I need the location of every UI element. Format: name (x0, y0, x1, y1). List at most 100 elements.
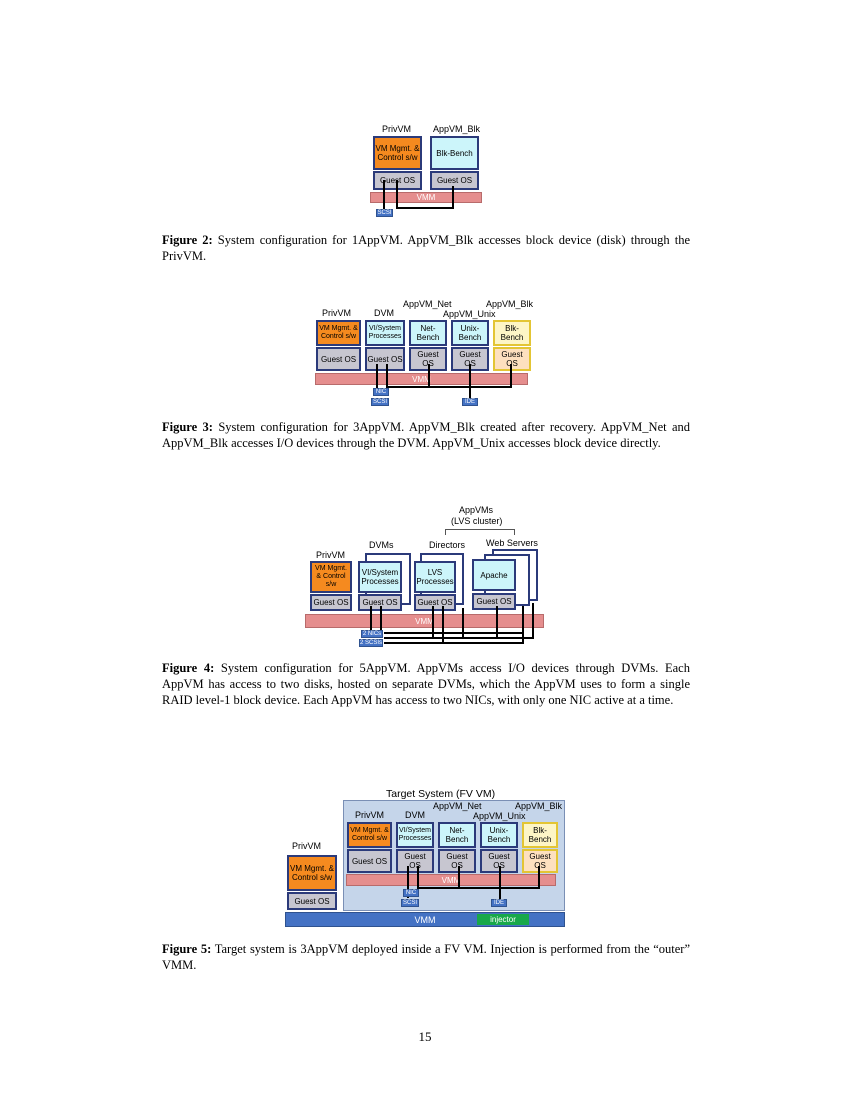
fig5-connector-line (499, 866, 501, 900)
fig5-connector-line (538, 866, 540, 889)
fig4-brace (514, 529, 515, 535)
fig5-nic-tag: NIC (403, 889, 419, 897)
fig4-label-directors: Directors (429, 540, 466, 550)
fig4-vmm-bar: VMM (305, 614, 544, 628)
fig3-nic-tag: NIC (373, 388, 389, 396)
fig4-label-privvm: PrivVM (316, 550, 345, 560)
fig5-outer-mgmt-box: VM Mgmt. & Control s/w (287, 855, 337, 891)
fig3-label-dvm: DVM (374, 308, 394, 318)
fig4-connector-line (384, 632, 524, 634)
fig5-ide-tag: IDE (491, 899, 507, 907)
fig2-caption: Figure 2: System configuration for 1AppV… (162, 232, 690, 264)
fig3-mgmt-box: VM Mgmt. & Control s/w (316, 320, 361, 346)
fig4-brace (445, 529, 446, 535)
fig2-vmm-bar: VMM (370, 192, 482, 203)
fig5-unixbench-box: Unix-Bench (480, 822, 518, 848)
fig3-connector-line (386, 386, 512, 388)
fig4-label-webservers: Web Servers (486, 538, 538, 548)
fig4-connector-line (370, 606, 372, 634)
fig3-unixbench-box: Unix-Bench (451, 320, 489, 346)
fig5-label-appvm-blk: AppVM_Blk (515, 801, 563, 811)
fig4-nic-tag: 2 NICs (361, 630, 383, 638)
fig5-label-privvm-inner: PrivVM (355, 810, 384, 820)
fig4-mgmt-box: VM Mgmt. & Control s/w (310, 561, 352, 593)
fig3-guest-os-dvm: Guest OS (365, 347, 405, 371)
fig2-connector-line (383, 180, 385, 209)
fig4-connector-line (462, 608, 464, 638)
fig4-caption-text: System configuration for 5AppVM. AppVMs … (162, 661, 690, 707)
fig5-outer-guest-os: Guest OS (287, 892, 337, 910)
fig3-label-privvm: PrivVM (322, 308, 351, 318)
fig3-guest-os-blk: Guest OS (493, 347, 531, 371)
fig3-blkbench-box: Blk-Bench (493, 320, 531, 346)
fig3-connector-line (376, 364, 378, 396)
fig2-caption-label: Figure 2: (162, 233, 213, 247)
fig5-injector-box: injector (477, 914, 529, 925)
fig3-vi-box: VI/System Processes (365, 320, 405, 346)
fig4-connector-line (432, 606, 434, 638)
fig4-brace (445, 529, 515, 530)
fig5-guest-os-dvm: Guest OS (396, 849, 434, 873)
fig3-vmm-bar: VMM (315, 373, 528, 385)
fig4-scsi-tag: 2 SCSIs (359, 639, 383, 647)
fig4-connector-line (442, 606, 444, 644)
fig2-label-privvm: PrivVM (382, 124, 411, 134)
fig3-guest-os-privvm: Guest OS (316, 347, 361, 371)
fig4-guest-os-privvm: Guest OS (310, 594, 352, 611)
fig4-caption: Figure 4: System configuration for 5AppV… (162, 660, 690, 708)
fig5-connector-line (417, 866, 419, 889)
fig4-vi-box: VI/System Processes (358, 561, 402, 593)
fig5-scsi-tag: SCSI (401, 899, 419, 907)
fig3-caption-text: System configuration for 3AppVM. AppVM_B… (162, 420, 691, 450)
fig3-connector-line (469, 364, 471, 398)
fig2-label-appvm-blk: AppVM_Blk (433, 124, 481, 134)
fig5-label-privvm-outer: PrivVM (292, 841, 321, 851)
fig4-connector-line (522, 606, 524, 644)
fig3-netbench-box: Net-Bench (409, 320, 447, 346)
fig3-connector-line (428, 364, 430, 388)
fig5-label-target: Target System (FV VM) (386, 788, 496, 800)
fig4-label-lvs-cluster: (LVS cluster) (451, 516, 503, 526)
fig5-connector-line (417, 887, 540, 889)
fig4-connector-line (532, 603, 534, 639)
fig2-connector-line (396, 180, 398, 209)
fig3-label-appvm-blk: AppVM_Blk (486, 299, 534, 309)
fig2-blkbench-box: Blk-Bench (430, 136, 479, 170)
fig5-caption-label: Figure 5: (162, 942, 212, 956)
fig4-guest-os-director: Guest OS (414, 594, 456, 611)
fig2-connector-line (452, 186, 454, 209)
fig5-blkbench-box: Blk-Bench (522, 822, 558, 848)
fig5-vmm-bar: VMM (346, 874, 556, 886)
fig4-caption-label: Figure 4: (162, 661, 215, 675)
fig5-caption: Figure 5: Target system is 3AppVM deploy… (162, 941, 690, 973)
fig2-scsi-tag: SCSI (376, 209, 393, 217)
fig4-apache-box: Apache (472, 559, 516, 591)
fig5-mgmt-box: VM Mgmt. & Control s/w (347, 822, 392, 848)
fig5-connector-line (407, 866, 409, 898)
fig5-guest-os-privvm: Guest OS (347, 849, 392, 873)
fig3-connector-line (386, 364, 388, 388)
fig3-caption-label: Figure 3: (162, 420, 213, 434)
fig2-mgmt-box: VM Mgmt. & Control s/w (373, 136, 422, 170)
fig5-outer-vmm-label: VMM (414, 914, 436, 925)
fig3-connector-line (510, 364, 512, 388)
fig5-netbench-box: Net-Bench (438, 822, 476, 848)
fig4-connector-line (496, 606, 498, 638)
fig5-guest-os-unix: Guest OS (480, 849, 518, 873)
fig5-label-dvm: DVM (405, 810, 425, 820)
page-number: 15 (418, 1029, 432, 1044)
fig5-label-appvm-net: AppVM_Net (433, 801, 482, 811)
fig4-label-dvms: DVMs (369, 540, 394, 550)
fig3-label-appvm-unix: AppVM_Unix (443, 309, 496, 319)
fig3-caption: Figure 3: System configuration for 3AppV… (162, 419, 690, 451)
fig2-caption-text: System configuration for 1AppVM. AppVM_B… (162, 233, 690, 263)
fig2-connector-line (396, 207, 454, 209)
fig4-connector-line (384, 642, 524, 644)
fig5-vi-box: VI/System Processes (396, 822, 434, 848)
fig5-caption-text: Target system is 3AppVM deployed inside … (162, 942, 690, 972)
fig3-label-appvm-net: AppVM_Net (403, 299, 452, 309)
fig4-connector-line (384, 637, 534, 639)
fig3-ide-tag: IDE (462, 398, 478, 406)
fig4-label-appvms: AppVMs (459, 505, 494, 515)
fig5-guest-os-net: Guest OS (438, 849, 476, 873)
